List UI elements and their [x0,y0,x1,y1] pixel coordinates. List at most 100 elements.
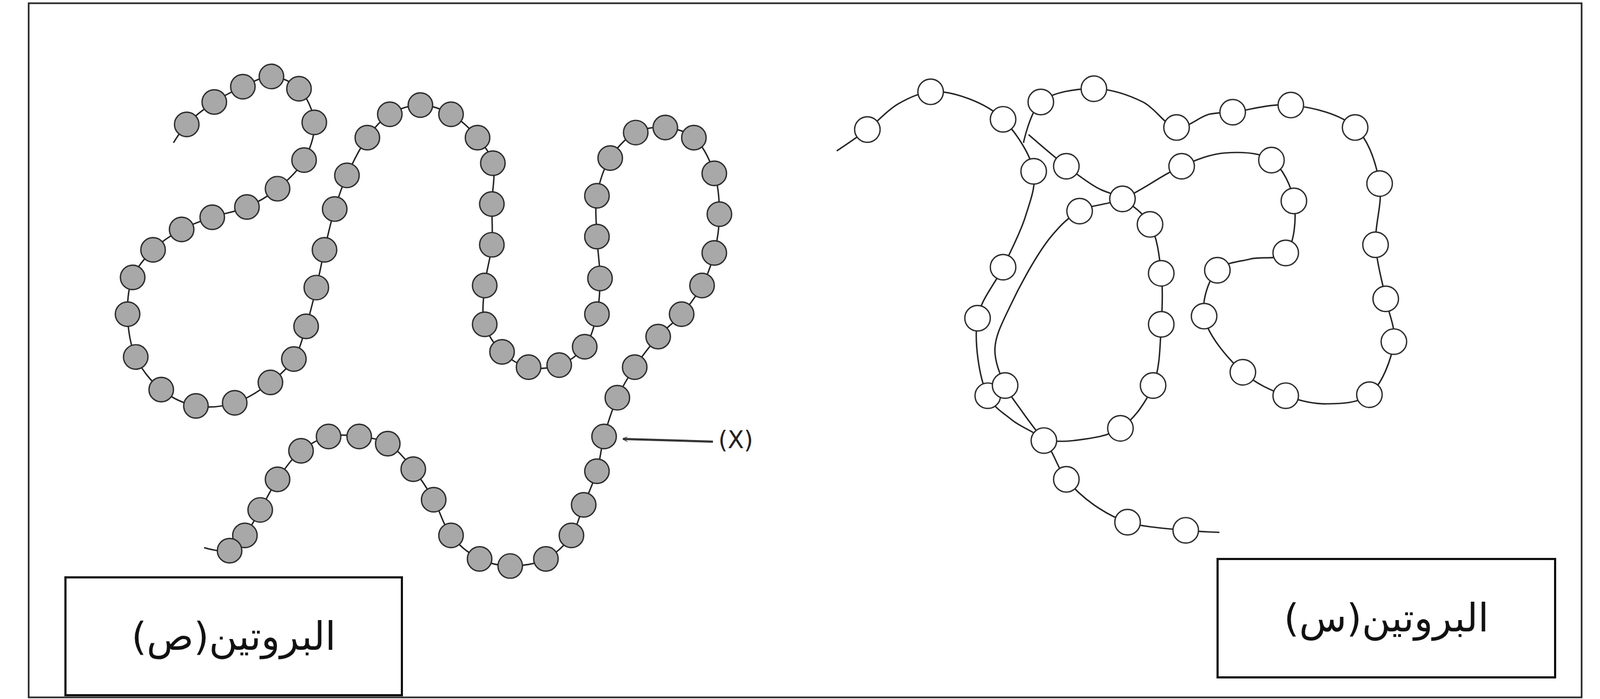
amino-acid-bead [584,183,610,209]
amino-acid-bead [1107,415,1134,442]
amino-acid-bead [293,314,319,339]
amino-acid-bead [286,76,312,101]
amino-acid-bead [516,355,541,380]
amino-acid-bead [140,237,165,263]
amino-acid-bead [281,346,307,372]
amino-acid-bead [584,459,610,484]
amino-acid-bead [472,312,497,337]
amino-acid-bead [1278,92,1304,118]
amino-acid-bead [265,176,290,201]
amino-acid-bead [546,353,572,378]
amino-acid-bead [123,345,148,370]
amino-acid-bead [334,163,360,188]
protein-name: البروتين(ص) [131,613,336,660]
amino-acid-bead [200,205,225,230]
chain-backbone [127,76,720,567]
amino-acid-bead [169,217,194,242]
amino-acid-bead [1366,170,1393,197]
amino-acid-bead [375,431,400,456]
amino-acid-bead [346,424,372,449]
amino-acid-bead [1140,373,1166,399]
amino-acid-bead [1380,328,1407,355]
amino-acid-bead [1281,188,1307,214]
amino-acid-bead [990,106,1016,132]
amino-acid-bead [1204,257,1231,283]
amino-acid-bead [605,385,630,411]
amino-acid-bead [1066,198,1093,224]
amino-acid-bead [1272,240,1299,266]
amino-acid-bead [377,102,402,127]
amino-acid-bead [438,523,464,548]
amino-acid-bead [183,393,209,419]
amino-acid-bead [854,116,881,143]
amino-acid-bead [1164,114,1190,141]
amino-acid-bead [472,273,497,299]
amino-acid-bead [1030,427,1057,454]
amino-acid-bead [681,125,706,150]
amino-acid-bead [572,334,597,360]
amino-acid-bead [1168,153,1195,180]
amino-acid-bead [355,125,380,150]
amino-acid-bead [964,305,991,332]
amino-acid-bead [645,324,671,349]
amino-acid-bead [408,93,433,118]
amino-acid-bead [1362,232,1388,258]
protein-name: البروتين(س) [1284,594,1490,642]
amino-acid-bead [479,192,505,217]
amino-acid-bead [702,240,727,266]
amino-acid-bead [259,64,284,89]
amino-acid-bead [490,339,515,365]
amino-acid-bead [1258,147,1285,174]
amino-acid-bead [230,74,255,99]
amino-acid-bead [584,224,610,249]
amino-acid-bead [1028,89,1054,115]
amino-acid-bead [316,424,341,449]
amino-acid-bead [1272,382,1299,409]
amino-acid-bead [992,373,1018,399]
amino-acid-bead [571,492,596,518]
amino-acid-bead [303,275,329,300]
amino-acid-bead [706,202,732,227]
amino-acid-bead [1081,76,1107,102]
amino-acid-bead [265,467,290,492]
amino-acid-bead [467,546,492,572]
amino-acid-bead [288,438,314,464]
amino-acid-bead [421,487,446,513]
amino-acid-bead [234,194,260,220]
amino-acid-bead [623,120,649,145]
amino-acid-bead [1173,517,1199,544]
amino-acid-bead [115,301,140,327]
amino-acid-bead [120,265,145,290]
amino-acid-bead [990,254,1016,281]
amino-acid-bead [1114,509,1141,535]
amino-acid-bead [1219,99,1246,125]
label-box: البروتين(س) [1216,558,1557,679]
amino-acid-bead [148,377,174,402]
amino-acid-bead [689,273,714,299]
amino-acid-bead [1230,359,1256,386]
amino-acid-bead [312,237,337,263]
amino-acid-bead [622,355,647,380]
amino-acid-bead [222,391,247,416]
amino-acid-bead [1020,158,1047,184]
amino-acid-bead [498,553,523,579]
amino-acid-bead [202,89,227,115]
protein-chain [115,64,732,579]
amino-acid-bead [1356,381,1383,408]
callout-label: (X) [717,426,755,454]
amino-acid-bead [217,538,242,564]
frame-border [28,3,1582,698]
amino-acid-bead [533,546,559,572]
amino-acid-bead [258,370,283,395]
amino-acid-bead [1053,153,1080,180]
amino-acid-bead [465,125,490,150]
amino-acid-bead [480,150,506,176]
chain-backbone [994,88,1394,441]
leader-line [623,439,713,442]
amino-acid-bead [1148,311,1174,337]
amino-acid-bead [400,457,426,482]
amino-acid-bead [702,161,727,186]
label-box: البروتين(ص) [64,576,403,697]
amino-acid-bead [1053,466,1080,493]
amino-acid-bead [301,110,327,135]
